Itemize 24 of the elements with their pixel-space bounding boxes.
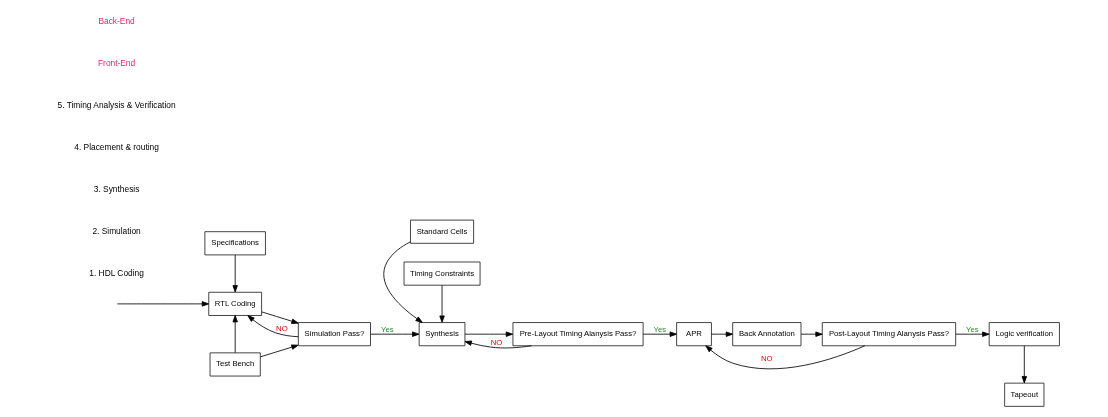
arrow (800, 331, 823, 337)
arrow (382, 241, 423, 323)
arrow (954, 331, 989, 337)
arrow (260, 311, 299, 324)
arrow (259, 344, 299, 358)
arrow (710, 331, 733, 337)
arrow (464, 340, 532, 349)
arrow (116, 301, 209, 307)
label: Back-End (97, 16, 135, 27)
arrow (246, 315, 299, 338)
arrow (642, 331, 677, 337)
label: 5. Timing Analysis & Verification (57, 100, 176, 111)
arrow (1021, 345, 1027, 384)
arrow (232, 315, 238, 354)
label: 4. Placement & routing (73, 142, 159, 153)
arrow (369, 331, 419, 337)
arrow (464, 331, 513, 337)
arrow (232, 254, 238, 293)
arrow (704, 345, 865, 370)
label: 2. Simulation (91, 225, 141, 236)
label: Front-End (97, 58, 135, 69)
arrow (438, 284, 445, 323)
label: 1. HDL Coding (88, 267, 144, 278)
label: 3. Synthesis (93, 184, 139, 194)
